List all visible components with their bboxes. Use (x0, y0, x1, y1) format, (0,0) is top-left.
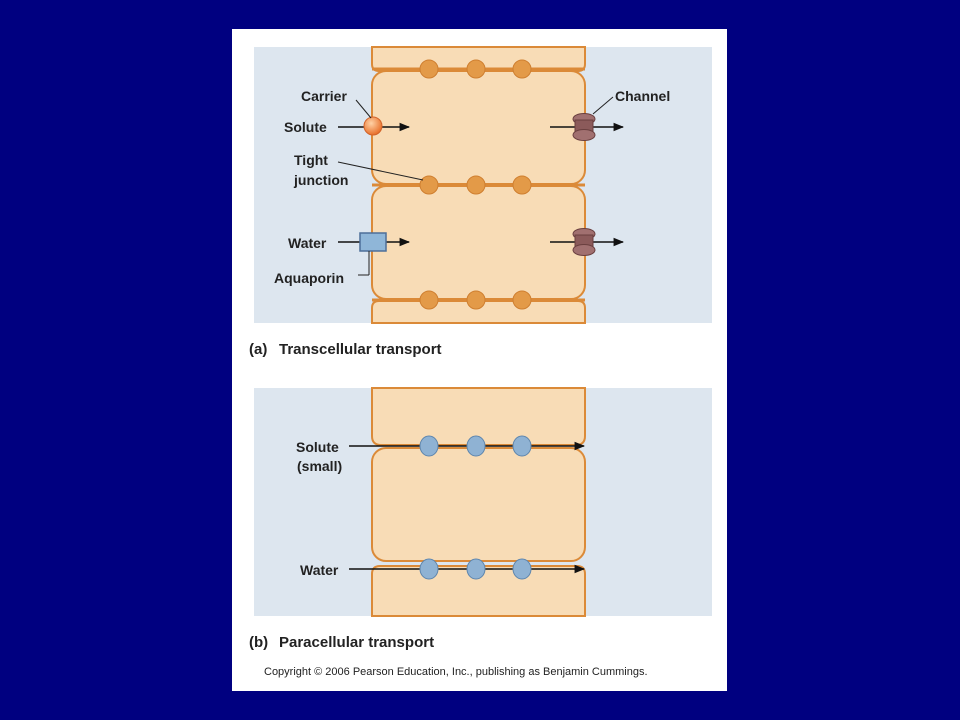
tight-junction-protein (512, 175, 532, 195)
aquaporin-protein (359, 232, 387, 252)
tight-junction-protein (466, 175, 486, 195)
carrier-protein (363, 116, 383, 136)
tight-junction-protein (419, 59, 439, 79)
tight-junction-protein (466, 290, 486, 310)
panel-b-paracellular: Solute (small) Water (254, 387, 712, 617)
junction-protein-blue (419, 435, 439, 457)
tight-junction-protein (419, 290, 439, 310)
figure-card: Carrier Solute Tight junction Water Aqua… (232, 29, 727, 691)
junction-protein-blue (466, 435, 486, 457)
caption-b: Paracellular transport (279, 634, 434, 651)
label-b-solute-small: (small) (297, 458, 342, 474)
channel-protein-2 (572, 228, 596, 256)
label-aquaporin: Aquaporin (274, 270, 344, 286)
label-tight-line1: Tight (294, 152, 328, 168)
label-channel: Channel (615, 88, 670, 104)
label-water: Water (288, 235, 327, 251)
label-solute: Solute (284, 119, 327, 135)
carrier-leader (355, 99, 372, 119)
panel-a-transcellular: Carrier Solute Tight junction Water Aqua… (254, 46, 712, 324)
junction-protein-blue (512, 558, 532, 580)
caption-a: Transcellular transport (279, 341, 442, 358)
junction-protein-blue (466, 558, 486, 580)
channel-leader (592, 96, 614, 115)
transport-diagram: Carrier Solute Tight junction Water Aqua… (249, 46, 712, 678)
tight-junction-protein (466, 59, 486, 79)
tight-junction-leader (337, 161, 424, 181)
label-tight-line2: junction (293, 172, 348, 188)
junction-protein-blue (419, 558, 439, 580)
label-b-water: Water (300, 562, 339, 578)
cell-b-middle (371, 447, 586, 562)
caption-b-letter: (b) (249, 634, 268, 651)
caption-a-letter: (a) (249, 341, 267, 358)
tight-junction-protein (512, 290, 532, 310)
tight-junction-protein (419, 175, 439, 195)
junction-protein-blue (512, 435, 532, 457)
label-carrier: Carrier (301, 88, 347, 104)
label-b-solute: Solute (296, 439, 339, 455)
channel-protein-1 (572, 113, 596, 141)
tight-junction-protein (512, 59, 532, 79)
copyright-notice: Copyright © 2006 Pearson Education, Inc.… (264, 666, 648, 678)
